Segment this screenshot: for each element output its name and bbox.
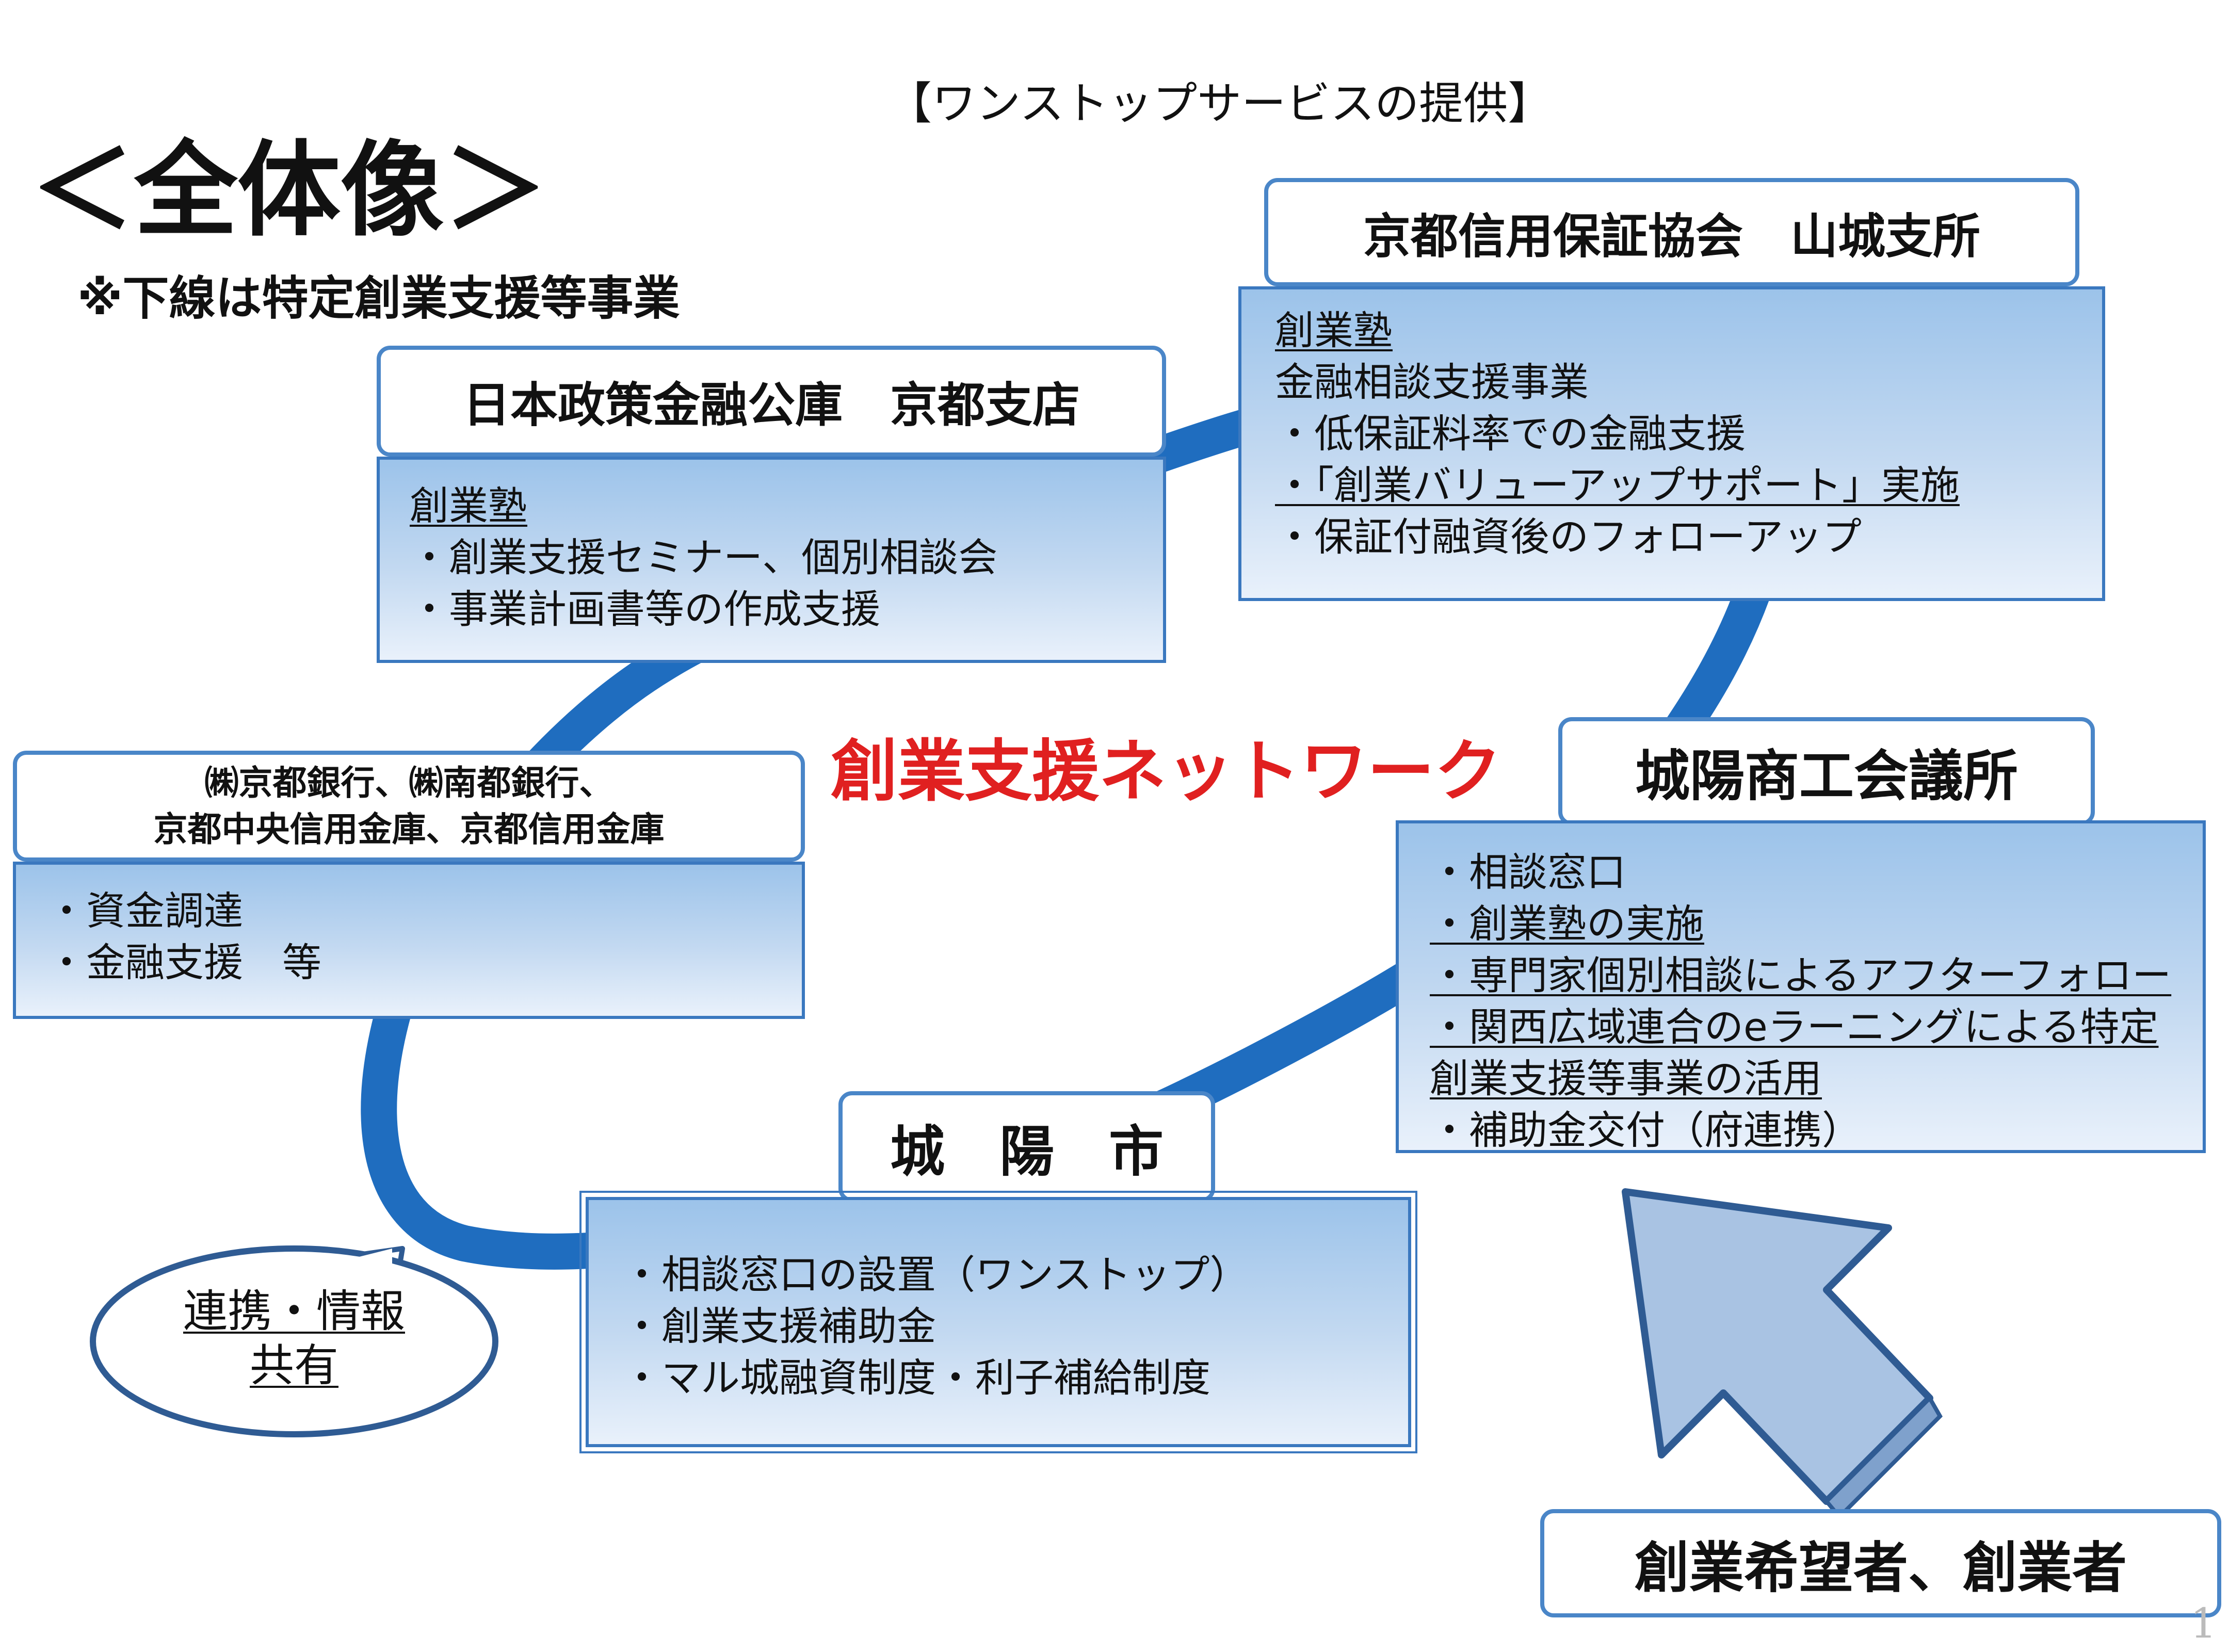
guarantee-details: 創業塾 金融相談支援事業 ・低保証料率での金融支援 ・「創業バリューアップサポー… [1238, 286, 2105, 601]
city-line: ・マル城融資制度・利子補給制度 [622, 1355, 1210, 1401]
chamber-title: 城陽商工会議所 [1558, 717, 2095, 825]
banks-title-line: 京都中央信用金庫、京都信用金庫 [153, 809, 665, 849]
banks-title-line: ㈱京都銀行、㈱南都銀行、 [204, 763, 613, 803]
jfc-line: ・創業支援セミナー、個別相談会 [410, 535, 998, 580]
network-label: 創業支援ネットワーク [831, 732, 1502, 811]
guarantee-line: 金融相談支援事業 [1275, 359, 1589, 405]
city-line: ・相談窓口の設置（ワンストップ） [622, 1252, 1249, 1298]
city-details: ・相談窓口の設置（ワンストップ） ・創業支援補助金 ・マル城融資制度・利子補給制… [579, 1191, 1417, 1453]
banks-line: ・金融支援 等 [47, 940, 321, 985]
jfc-title: 日本政策金融公庫 京都支店 [377, 346, 1166, 457]
city-line: ・創業支援補助金 [622, 1303, 936, 1349]
guarantee-line: ・「創業バリューアップサポート」実施 [1275, 462, 1960, 508]
jfc-details: 創業塾 ・創業支援セミナー、個別相談会 ・事業計画書等の作成支援 [377, 457, 1166, 663]
guarantee-line: 創業塾 [1275, 307, 1393, 353]
service-title: 【ワンストップサービスの提供】 [887, 78, 1553, 129]
callout-line: 連携・情報 [183, 1286, 405, 1337]
page-number: 1 [2190, 1599, 2217, 1647]
entrepreneurs-box: 創業希望者、創業者 [1540, 1509, 2221, 1617]
chamber-line: ・専門家個別相談によるアフターフォロー [1430, 952, 2172, 998]
up-left-arrow-icon [1622, 1188, 1943, 1520]
banks-line: ・資金調達 [47, 888, 243, 934]
city-title: 城 陽 市 [838, 1091, 1215, 1202]
chamber-line: 創業支援等事業の活用 [1430, 1056, 1822, 1102]
overview-title: ＜全体像＞ [31, 131, 547, 251]
callout-line: 共有 [250, 1340, 338, 1391]
chamber-details: ・相談窓口 ・創業塾の実施 ・専門家個別相談によるアフターフォロー ・関西広域連… [1396, 820, 2206, 1153]
callout-text: 連携・情報 共有 [155, 1285, 433, 1393]
chamber-line: ・相談窓口 [1430, 849, 1626, 895]
chamber-line: ・創業塾の実施 [1430, 901, 1704, 947]
guarantee-title: 京都信用保証協会 山城支所 [1264, 178, 2079, 286]
banks-title: ㈱京都銀行、㈱南都銀行、 京都中央信用金庫、京都信用金庫 [13, 751, 805, 862]
jfc-line: 創業塾 [410, 483, 527, 529]
underline-note: ※下線は特定創業支援等事業 [77, 271, 680, 326]
banks-details: ・資金調達 ・金融支援 等 [13, 862, 805, 1019]
chamber-line: ・補助金交付（府連携） [1430, 1107, 1861, 1153]
guarantee-line: ・低保証料率での金融支援 [1275, 411, 1746, 457]
callout-bubble [90, 1245, 498, 1437]
chamber-line: ・関西広域連合のeラーニングによる特定 [1430, 1004, 2159, 1050]
guarantee-line: ・保証付融資後のフォローアップ [1275, 514, 1862, 560]
jfc-line: ・事業計画書等の作成支援 [410, 586, 880, 632]
